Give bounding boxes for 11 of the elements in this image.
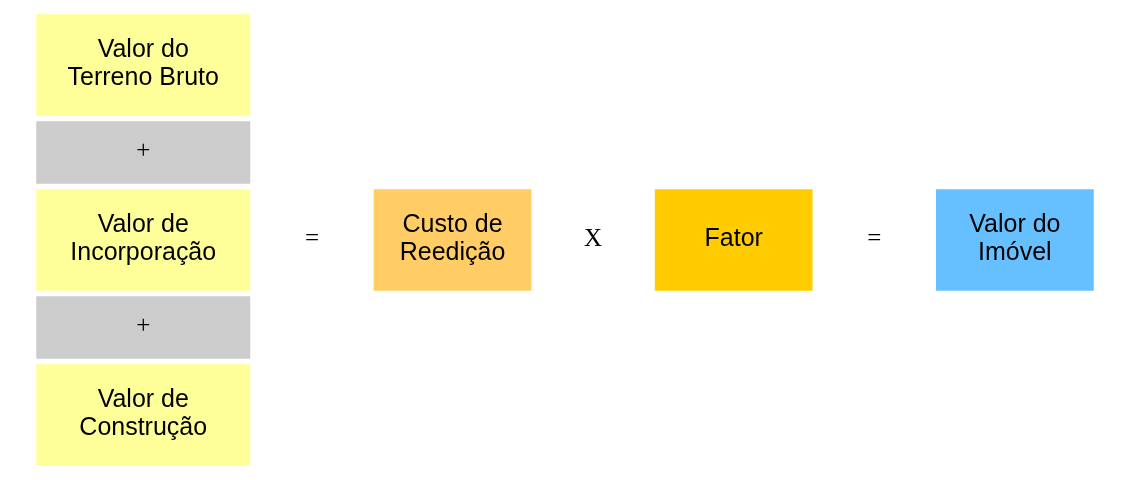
node-box: Fator <box>654 189 813 291</box>
node-box: + <box>35 121 250 184</box>
label: X <box>583 223 602 251</box>
node-box: Custo de Reedição <box>373 189 531 291</box>
node-box: Valor de Incorporação <box>35 189 250 291</box>
label: = <box>304 223 319 251</box>
node-box: Valor do Imóvel <box>935 189 1094 291</box>
node-box: + <box>35 296 250 359</box>
node-box: Valor do Terreno Bruto <box>35 14 250 116</box>
label: = <box>866 223 881 251</box>
node-box: Valor de Construção <box>35 364 250 466</box>
